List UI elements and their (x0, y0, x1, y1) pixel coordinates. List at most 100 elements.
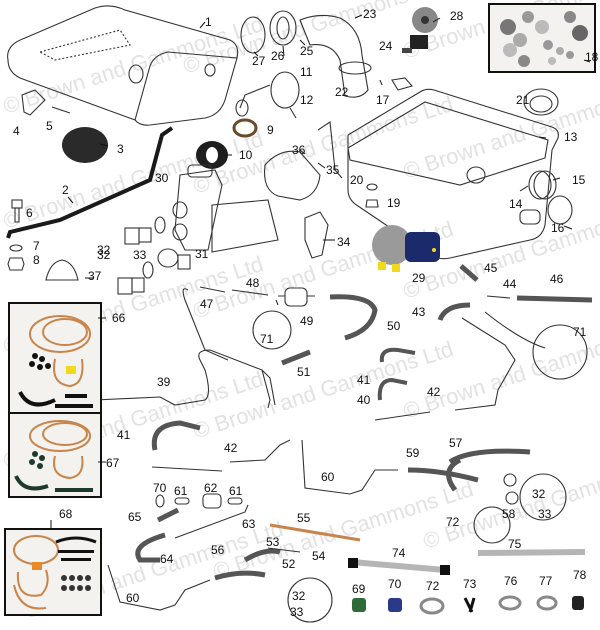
callout-20[interactable]: 20 (350, 173, 364, 187)
callout-33-right[interactable]: 33 (538, 507, 552, 521)
callout-32-lower[interactable]: 32 (292, 589, 306, 603)
callout-63[interactable]: 63 (242, 517, 256, 531)
electric-fuel-pump (372, 225, 440, 272)
callout-61-left[interactable]: 61 (174, 484, 188, 498)
callout-24[interactable]: 24 (379, 39, 393, 53)
callout-1[interactable]: 1 (205, 15, 212, 29)
callout-37[interactable]: 37 (88, 269, 102, 283)
callout-26[interactable]: 26 (271, 49, 285, 63)
callout-56[interactable]: 56 (211, 543, 225, 557)
callout-23[interactable]: 23 (363, 7, 377, 21)
callout-59[interactable]: 59 (406, 446, 420, 460)
callout-42-left[interactable]: 42 (224, 441, 238, 455)
callout-13[interactable]: 13 (564, 130, 578, 144)
tank-strap (6, 126, 174, 239)
callout-10[interactable]: 10 (239, 148, 253, 162)
callout-67[interactable]: 67 (106, 456, 120, 470)
callout-25[interactable]: 25 (300, 44, 314, 58)
callout-51[interactable]: 51 (297, 365, 311, 379)
callout-76[interactable]: 76 (504, 574, 518, 588)
callout-78[interactable]: 78 (573, 568, 587, 582)
fixing-kit-photo (488, 3, 596, 73)
callout-52[interactable]: 52 (282, 557, 296, 571)
callout-53[interactable]: 53 (266, 535, 280, 549)
callout-8[interactable]: 8 (33, 253, 40, 267)
tank-pad (62, 127, 108, 163)
callout-54[interactable]: 54 (312, 549, 326, 563)
callout-57[interactable]: 57 (449, 436, 463, 450)
callout-60-right[interactable]: 60 (321, 470, 335, 484)
fuel-line-kit-66-photo (8, 302, 102, 414)
callout-69[interactable]: 69 (352, 582, 366, 596)
callout-35[interactable]: 35 (326, 163, 340, 177)
callout-73[interactable]: 73 (463, 577, 477, 591)
callout-11[interactable]: 11 (300, 65, 313, 79)
callout-21[interactable]: 21 (516, 93, 530, 107)
callout-17[interactable]: 17 (376, 93, 390, 107)
callout-43[interactable]: 43 (412, 305, 426, 319)
callout-68[interactable]: 68 (59, 507, 73, 521)
callout-75[interactable]: 75 (508, 537, 522, 551)
fuel-line-kit-68-photo (4, 528, 102, 616)
callout-71-right[interactable]: 71 (573, 325, 587, 339)
callout-42-right[interactable]: 42 (427, 385, 441, 399)
callout-72-circle[interactable]: 72 (446, 515, 460, 529)
callout-44[interactable]: 44 (503, 277, 517, 291)
callout-45[interactable]: 45 (484, 261, 498, 275)
callout-33[interactable]: 33 (133, 248, 147, 262)
callout-28[interactable]: 28 (450, 9, 464, 23)
fuel-tank-rear (7, 5, 239, 126)
callout-36[interactable]: 36 (292, 143, 306, 157)
callout-29[interactable]: 29 (412, 271, 426, 285)
callout-34[interactable]: 34 (337, 235, 351, 249)
callout-5[interactable]: 5 (46, 119, 53, 133)
callout-40[interactable]: 40 (357, 393, 371, 407)
callout-27[interactable]: 27 (252, 54, 266, 68)
callout-58[interactable]: 58 (502, 507, 516, 521)
callout-16[interactable]: 16 (551, 221, 565, 235)
callout-31[interactable]: 31 (195, 247, 209, 261)
mechanical-pump (172, 164, 279, 253)
callout-33-lower[interactable]: 33 (290, 605, 304, 619)
callout-70-row[interactable]: 70 (388, 577, 402, 591)
callout-39[interactable]: 39 (157, 375, 171, 389)
callout-65[interactable]: 65 (128, 510, 142, 524)
callout-48[interactable]: 48 (246, 276, 260, 290)
callout-50[interactable]: 50 (387, 319, 401, 333)
callout-41-left[interactable]: 41 (117, 428, 131, 442)
callout-60-left[interactable]: 60 (126, 591, 140, 605)
callout-2[interactable]: 2 (62, 183, 69, 197)
callout-47[interactable]: 47 (200, 297, 214, 311)
callout-55[interactable]: 55 (297, 511, 311, 525)
callout-6[interactable]: 6 (26, 206, 33, 220)
callout-3[interactable]: 3 (117, 142, 124, 156)
callout-4[interactable]: 4 (13, 124, 20, 138)
callout-61-right[interactable]: 61 (229, 484, 243, 498)
callout-9[interactable]: 9 (267, 123, 274, 137)
callout-18[interactable]: 18 (585, 50, 599, 64)
callout-14[interactable]: 14 (509, 197, 523, 211)
callout-32-right[interactable]: 32 (532, 487, 546, 501)
callout-7[interactable]: 7 (33, 239, 40, 253)
callout-49[interactable]: 49 (300, 314, 314, 328)
callout-32-left[interactable]: 32 (97, 243, 111, 257)
callout-72-row[interactable]: 72 (426, 579, 440, 593)
callout-71-left[interactable]: 71 (260, 332, 274, 346)
callout-19[interactable]: 19 (387, 196, 401, 210)
callout-15[interactable]: 15 (572, 173, 586, 187)
callout-22[interactable]: 22 (335, 85, 349, 99)
callout-12[interactable]: 12 (300, 93, 314, 107)
callout-46[interactable]: 46 (550, 272, 564, 286)
callout-64[interactable]: 64 (160, 552, 174, 566)
callout-41-right[interactable]: 41 (357, 373, 371, 387)
callout-77[interactable]: 77 (539, 574, 553, 588)
callout-70-left[interactable]: 70 (153, 481, 167, 495)
callout-74[interactable]: 74 (392, 546, 406, 560)
callout-62[interactable]: 62 (204, 481, 218, 495)
callout-66[interactable]: 66 (112, 311, 126, 325)
fuel-tank-main (347, 88, 559, 260)
callout-32[interactable]: 32 (97, 248, 111, 262)
callout-30[interactable]: 30 (155, 171, 169, 185)
